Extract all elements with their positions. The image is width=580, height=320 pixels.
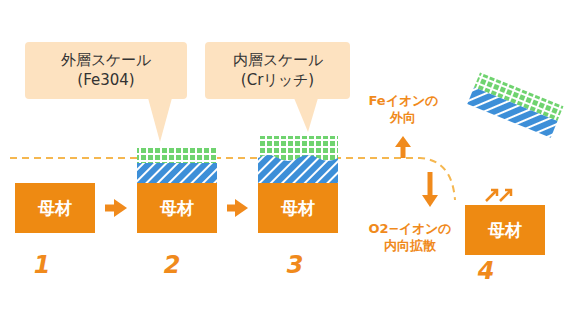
callout-tail [294,98,318,132]
base-metal-box: 母材 [258,183,338,233]
ion-arrow-head [422,195,438,207]
node-text: 母材 [38,197,72,220]
process-arrow [227,205,235,212]
ion-label: Feイオンの 外向 [358,93,448,127]
base-metal-box: 母材 [15,183,95,233]
node-text: 外層スケール (Fe304) [54,51,158,90]
callout-tail [148,98,172,142]
callout-number: 1 [27,252,57,278]
node-text: 母材 [160,197,194,220]
ion-arrow-head [395,136,411,147]
process-arrow [105,205,114,212]
inner-scale-layer [137,163,217,183]
base-metal-box: 母材 [465,205,545,255]
spall-arrows [486,190,511,201]
outer-scale-layer [137,147,217,163]
ion-arrow [401,146,406,158]
node-text: 内層スケール (Crリッチ) [226,51,330,90]
small-arrow [486,190,497,201]
node-text: 母材 [281,197,315,220]
callout-box: 内層スケール (Crリッチ) [205,42,350,99]
base-metal-box: 母材 [137,183,217,233]
callout-number: 2 [157,252,187,278]
callout-box: 外層スケール (Fe304) [25,42,187,99]
ion-label: O2−イオンの 内向拡散 [358,221,462,255]
callout-number: 3 [280,252,310,278]
spalled-scale [467,72,563,137]
callout-number: 4 [471,258,501,284]
ion-arrow [428,172,433,196]
small-arrow [500,190,511,201]
inner-scale-layer [258,155,338,183]
inner-scale-layer [467,87,557,137]
node-text: 母材 [488,219,522,242]
